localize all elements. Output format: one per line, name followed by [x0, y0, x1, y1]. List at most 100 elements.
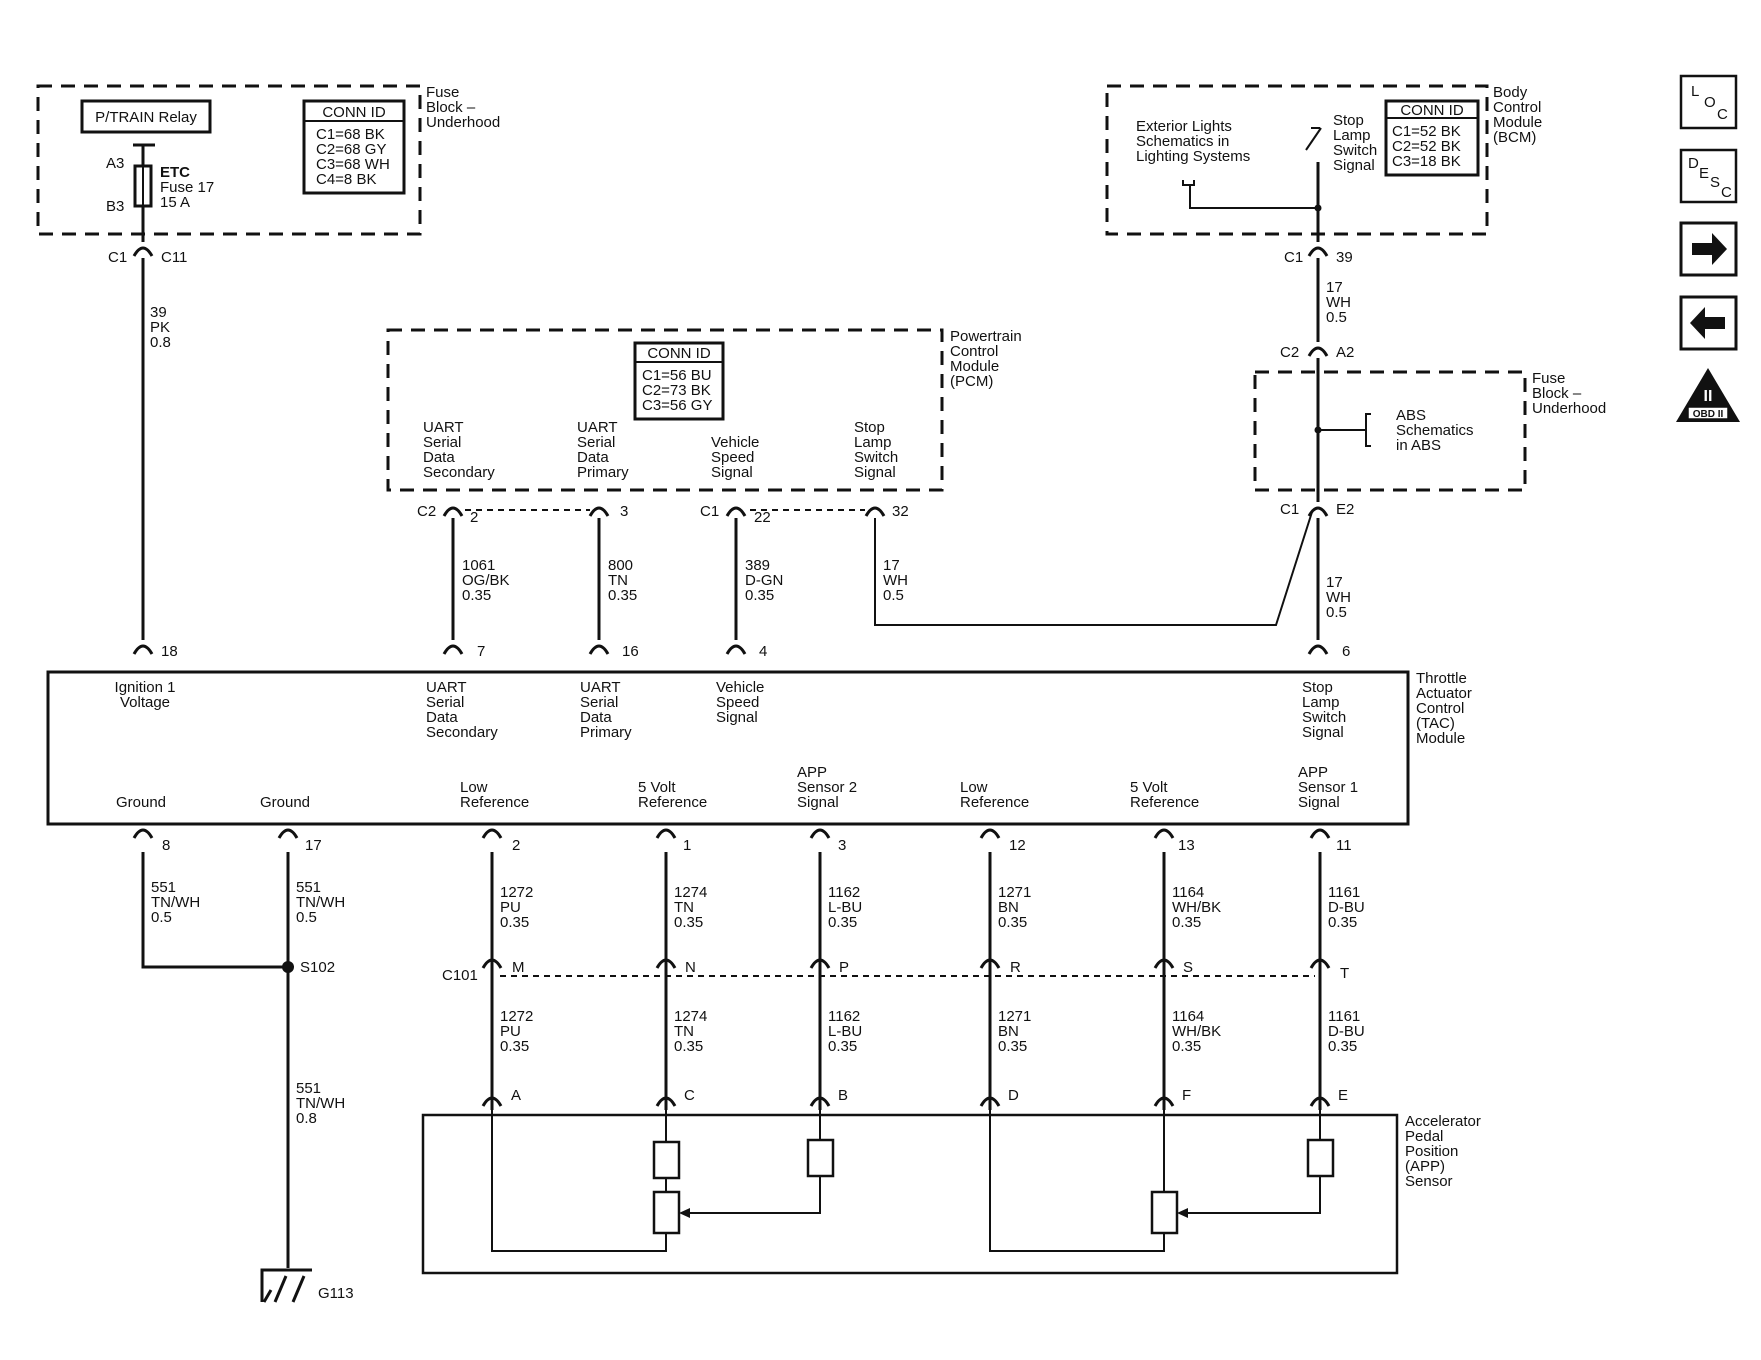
pcm-conn-c2: C2	[417, 503, 436, 520]
abs-ref-3: in ABS	[1396, 437, 1441, 454]
tac-title-2: Actuator	[1416, 685, 1472, 702]
wire5-color-b: WH/BK	[1172, 1023, 1221, 1040]
pcm-title-4: (PCM)	[950, 373, 993, 390]
tac-ign-2: Voltage	[120, 694, 170, 711]
obd-ii-label: OBD II	[1693, 409, 1724, 420]
pcm-pin-2: 2	[470, 509, 478, 526]
fuse-pin-b3: B3	[106, 198, 124, 215]
wire-fuse-num: 39	[150, 304, 167, 321]
connector-cup	[979, 828, 1001, 839]
tac-stop-3: Switch	[1302, 709, 1346, 726]
tac-uart-sec-3: Data	[426, 709, 458, 726]
connector-cup	[725, 506, 747, 517]
fuse-mid-conn-c1: C1	[1280, 501, 1299, 518]
obd-ii-button[interactable]: OBD II II	[1676, 368, 1740, 422]
wire-stop-pcm-size: 0.5	[883, 587, 904, 604]
connector-cup	[481, 828, 503, 839]
connector-cup	[481, 958, 503, 969]
tac-app2-2: Sensor 2	[797, 779, 857, 796]
connector-cup	[1153, 1096, 1175, 1107]
desc-letter-e: E	[1699, 165, 1709, 182]
app-title-3: Position	[1405, 1143, 1458, 1160]
wire5-color-a: WH/BK	[1172, 899, 1221, 916]
wire1-num-b: 1272	[500, 1008, 533, 1025]
bcm-title-1: Body	[1493, 84, 1528, 101]
conn-id-pcm-1: C1=56 BU	[642, 367, 712, 384]
tac-app1-2: Sensor 1	[1298, 779, 1358, 796]
desc-button[interactable]: D E S C	[1679, 148, 1738, 204]
connector-terminals	[132, 246, 1331, 1107]
ground-symbol	[260, 1268, 312, 1303]
tac-uart-sec-2: Serial	[426, 694, 464, 711]
app-pin-e: E	[1338, 1087, 1348, 1104]
wire-fuse-color: PK	[150, 319, 170, 336]
fuse-pin-a3: A3	[106, 155, 124, 172]
loc-letter-c: C	[1717, 106, 1728, 123]
loc-letter-l: L	[1691, 83, 1699, 100]
wire5-num-a: 1164	[1172, 884, 1204, 901]
abs-ref-2: Schematics	[1396, 422, 1474, 439]
connector-cup	[277, 828, 299, 839]
connector-cup	[1153, 828, 1175, 839]
loc-button[interactable]: L O C	[1679, 74, 1738, 130]
fuse-label-etc: ETC	[160, 164, 190, 181]
c101-pin-r: R	[1010, 959, 1021, 976]
desc-letter-d: D	[1688, 155, 1699, 172]
wire3-color-a: L-BU	[828, 899, 862, 916]
fuse-block-top-title-1: Fuse	[426, 84, 459, 101]
wire6-size-b: 0.35	[1328, 1038, 1357, 1055]
connector-cup	[725, 644, 747, 655]
conn-id-title-top: CONN ID	[322, 104, 386, 121]
fuse-conn-c11: C11	[161, 249, 187, 266]
tac-pin-12: 12	[1009, 837, 1026, 854]
tac-pin-17: 17	[305, 837, 322, 854]
wire-stop-tac-size: 0.5	[1326, 604, 1347, 621]
tac-app1-1: APP	[1298, 764, 1328, 781]
conn-id-pcm-2: C2=73 BK	[642, 382, 711, 399]
next-button[interactable]	[1679, 221, 1738, 277]
tac-fivev1-1: 5 Volt	[638, 779, 676, 796]
wire3-num-b: 1162	[828, 1008, 860, 1025]
prev-button[interactable]	[1679, 295, 1738, 351]
bcm-conn-39: 39	[1336, 249, 1353, 266]
wire-uart-pri-size: 0.35	[608, 587, 637, 604]
c101-pin-m: M	[512, 959, 525, 976]
loc-letter-o: O	[1704, 94, 1716, 111]
wire-g1-color: TN/WH	[151, 894, 200, 911]
conn-id-top-3: C3=68 WH	[316, 156, 390, 173]
connector-cup	[655, 958, 677, 969]
fuse-block-mid: Fuse Block – Underhood C2 A2 C1 E2 ABS S…	[1253, 344, 1606, 518]
tac-lowref2-2: Reference	[960, 794, 1029, 811]
wire-uart-sec-num: 1061	[462, 557, 495, 574]
tac-stop-4: Signal	[1302, 724, 1344, 741]
pcm-sig1-1: UART	[423, 419, 464, 436]
wire2-size-a: 0.35	[674, 914, 703, 931]
app-pin-c: C	[684, 1087, 695, 1104]
wire3-color-b: L-BU	[828, 1023, 862, 1040]
conn-id-top-1: C1=68 BK	[316, 126, 385, 143]
tac-pin-7: 7	[477, 643, 485, 660]
wire-stop-pcm-num: 17	[883, 557, 900, 574]
tac-vss-2: Speed	[716, 694, 759, 711]
conn-id-bcm-1: C1=52 BK	[1392, 123, 1461, 140]
app-title-5: Sensor	[1405, 1173, 1453, 1190]
wire-bcm-size: 0.5	[1326, 309, 1347, 326]
tac-pin-11: 11	[1336, 837, 1352, 854]
tac-pin-3: 3	[838, 837, 846, 854]
wire6-num-a: 1161	[1328, 884, 1360, 901]
wire4-num-b: 1271	[998, 1008, 1031, 1025]
connector-cup	[1153, 958, 1175, 969]
tac-uart-pri-4: Primary	[580, 724, 632, 741]
tac-title-4: (TAC)	[1416, 715, 1455, 732]
connector-cup	[1307, 506, 1329, 517]
connector-cup	[132, 828, 154, 839]
tac-app2-3: Signal	[797, 794, 839, 811]
conn-id-bcm-3: C3=18 BK	[1392, 153, 1461, 170]
wire-stop-tac-num: 17	[1326, 574, 1343, 591]
wire6-num-b: 1161	[1328, 1008, 1360, 1025]
connector-cup	[1307, 644, 1329, 655]
wire-g2-num: 551	[296, 879, 321, 896]
fuse-block-top-title-3: Underhood	[426, 114, 500, 131]
wire-g2-size: 0.5	[296, 909, 317, 926]
conn-id-top-4: C4=8 BK	[316, 171, 376, 188]
